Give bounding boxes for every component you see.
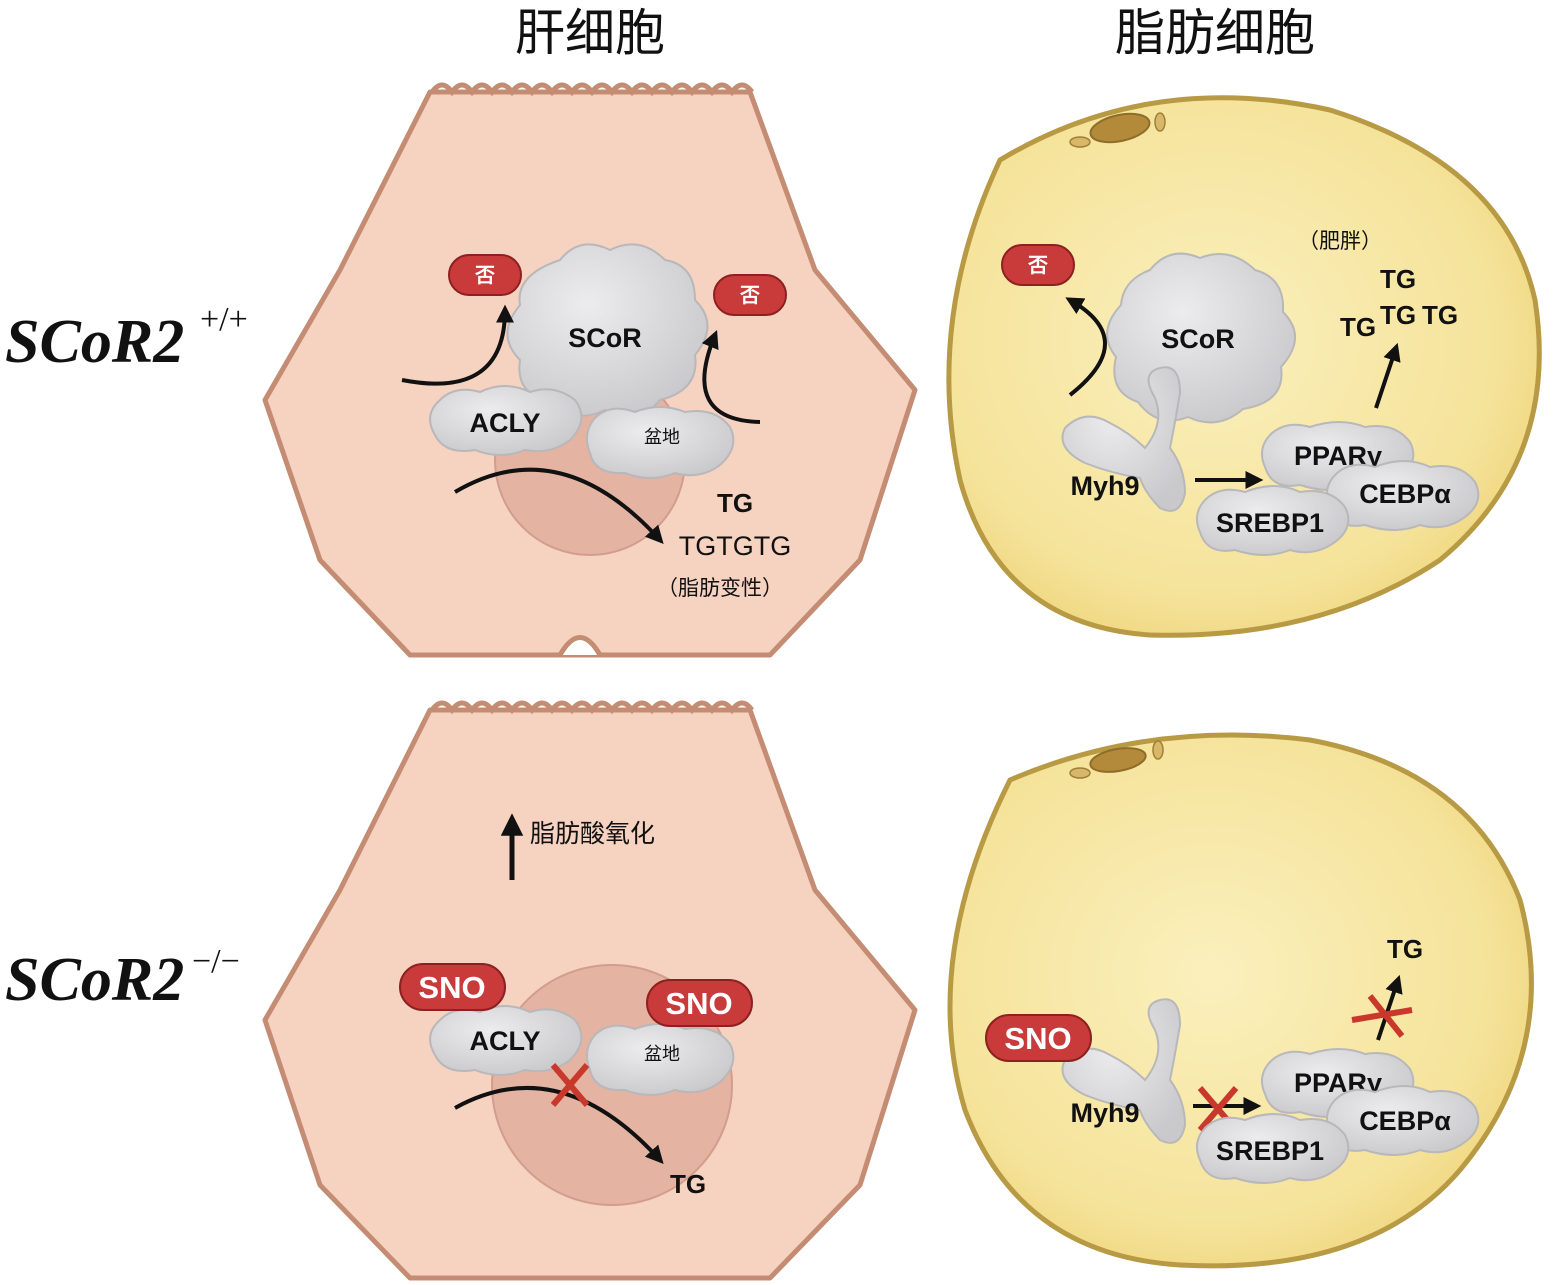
tg-label: TG bbox=[670, 1169, 706, 1199]
srebp-protein: SREBP1 bbox=[1195, 1113, 1350, 1184]
adipocyte-wt: SCoR Myh9 PPARγ CEBPα SREBP1 否 bbox=[946, 95, 1542, 638]
arrow-to-tg bbox=[454, 1086, 664, 1164]
cebp-protein: CEBPα bbox=[1325, 1085, 1480, 1156]
basin-label: 盆地 bbox=[644, 1044, 680, 1065]
scor-label: SCoR bbox=[568, 323, 642, 353]
peripheral-nucleus bbox=[1089, 747, 1147, 773]
adipocyte-ko: Myh9 SNO PPARγ CEBPα SREBP1 bbox=[947, 732, 1534, 1269]
arrow-to-tg bbox=[1376, 974, 1403, 1041]
header-adipocyte: 脂肪细胞 bbox=[1115, 4, 1315, 62]
hepatocyte-wt: SCoR ACLY 盆地 否 否 TG TGTGTG （脂肪变性） bbox=[262, 82, 918, 658]
arrow-to-tg bbox=[1374, 342, 1401, 409]
srebp-label: SREBP1 bbox=[1216, 508, 1324, 538]
basin-protein: 盆地 bbox=[585, 406, 735, 479]
tag-sno-text: SNO bbox=[1004, 1021, 1071, 1056]
tg-row-label: TGTGTG bbox=[679, 531, 791, 561]
inhibit-x-icon bbox=[1351, 994, 1413, 1038]
genotype-superscript: −/− bbox=[192, 943, 240, 980]
myh9-label: Myh9 bbox=[1070, 1098, 1139, 1128]
hepatocyte-ko: 脂肪酸氧化 ACLY 盆地 SNO SNO TG bbox=[262, 700, 918, 1281]
arrow-to-no-left bbox=[401, 304, 514, 386]
membrane-ruffle bbox=[429, 700, 755, 715]
arrow-to-no bbox=[1065, 297, 1107, 397]
tag-no-right: 否 bbox=[713, 274, 787, 316]
header-hepatocyte: 肝细胞 bbox=[515, 4, 665, 62]
tg-label: TG bbox=[1380, 300, 1416, 330]
tag-no-text: 否 bbox=[739, 283, 760, 307]
mitochondrion bbox=[1152, 740, 1164, 760]
arrow-to-no-right bbox=[701, 330, 761, 424]
srebp-protein: SREBP1 bbox=[1195, 485, 1350, 556]
scor-protein: SCoR bbox=[1106, 252, 1296, 424]
myh9-protein: Myh9 bbox=[1061, 366, 1187, 512]
basin-label: 盆地 bbox=[644, 427, 680, 448]
acly-label: ACLY bbox=[469, 408, 540, 438]
tag-sno-text: SNO bbox=[665, 986, 732, 1021]
acly-label: ACLY bbox=[469, 1026, 540, 1056]
tag-sno-text: SNO bbox=[418, 970, 485, 1005]
obesity-note: （肥胖） bbox=[1298, 229, 1382, 253]
mitochondrion bbox=[1069, 136, 1091, 148]
mitochondrion bbox=[1069, 767, 1091, 779]
genotype-label-ko: SCoR2 −/− bbox=[5, 943, 240, 1014]
srebp-label: SREBP1 bbox=[1216, 1136, 1324, 1166]
membrane-notch bbox=[557, 635, 603, 657]
cebp-label: CEBPα bbox=[1359, 1106, 1451, 1136]
tag-no-text: 否 bbox=[1027, 253, 1048, 277]
scor-label: SCoR bbox=[1161, 324, 1235, 354]
cebp-protein: CEBPα bbox=[1325, 460, 1480, 531]
arrow-to-tg bbox=[453, 467, 664, 544]
tg-label: TG bbox=[1380, 264, 1416, 294]
tag-no-left: 否 bbox=[448, 254, 522, 296]
tag-no: 否 bbox=[1001, 244, 1075, 286]
myh9-protein: Myh9 bbox=[1061, 998, 1187, 1144]
tag-no-text: 否 bbox=[474, 263, 495, 287]
tg-label: TG bbox=[1387, 934, 1423, 964]
steatosis-note: （脂肪变性） bbox=[657, 576, 783, 600]
tag-sno-left: SNO bbox=[399, 963, 506, 1011]
peripheral-nucleus bbox=[1089, 112, 1151, 144]
acly-protein: ACLY bbox=[429, 1005, 583, 1076]
genotype-name: SCoR2 bbox=[5, 946, 184, 1014]
myh9-label: Myh9 bbox=[1070, 471, 1139, 501]
genotype-superscript: +/+ bbox=[200, 301, 248, 338]
scor-protein: SCoR bbox=[506, 243, 709, 417]
acly-protein: ACLY bbox=[429, 385, 583, 456]
tag-sno: SNO bbox=[985, 1014, 1092, 1062]
tg-label: TG bbox=[717, 488, 753, 518]
membrane-ruffle bbox=[429, 82, 755, 97]
adipocyte-membrane bbox=[947, 732, 1534, 1269]
cebp-label: CEBPα bbox=[1359, 479, 1451, 509]
tag-sno-right: SNO bbox=[646, 979, 753, 1027]
inhibit-x-icon bbox=[550, 1063, 590, 1107]
genotype-label-wt: SCoR2 +/+ bbox=[5, 301, 248, 376]
genotype-name: SCoR2 bbox=[5, 308, 184, 376]
mitochondrion bbox=[1154, 112, 1166, 132]
tg-label: TG bbox=[1422, 300, 1458, 330]
basin-protein: 盆地 bbox=[585, 1023, 735, 1096]
tg-label: TG bbox=[1340, 312, 1376, 342]
fao-label: 脂肪酸氧化 bbox=[530, 819, 655, 848]
